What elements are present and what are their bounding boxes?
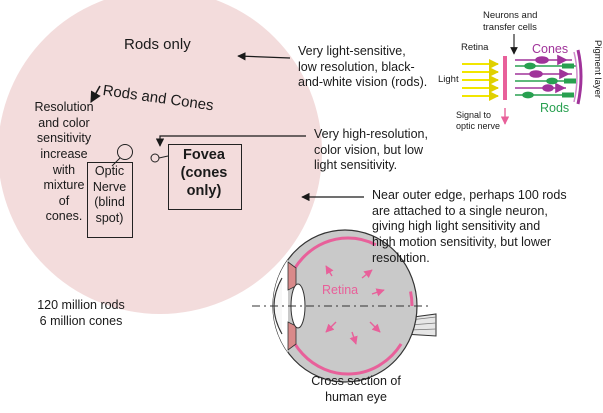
outer-edge-description: Near outer edge, perhaps 100 rods are at… [372, 188, 567, 265]
fovea-desc-arrow [155, 135, 306, 147]
rods-cones-arrow [90, 85, 101, 103]
optic-nerve-label: Optic Nerve (blind spot) [92, 164, 127, 225]
inset-rods-label: Rods [540, 101, 570, 115]
optic-nerve-box [87, 162, 133, 238]
retina-disc [0, 0, 322, 314]
pigment-layer [576, 49, 583, 105]
inset-signal-label: Signal to optic nerve [456, 110, 501, 132]
inset-neurons-label: Neurons and transfer cells [483, 10, 538, 33]
eye-retina-label: Retina [322, 283, 359, 297]
cross-section-caption: Cross section of human eye [311, 374, 401, 404]
inset-light-label: Light [438, 74, 459, 85]
cone-cells [515, 54, 572, 94]
retina-inset [462, 34, 583, 125]
fovea-description: Very high-resolution, color vision, but … [314, 127, 428, 173]
inset-retina-label: Retina [461, 42, 489, 53]
rod-counts: 120 million rods 6 million cones [37, 298, 125, 328]
rods-description: Very light-sensitive, low resolution, bl… [298, 44, 428, 90]
inset-pigment-label: Pigment layer [592, 40, 603, 99]
inset-cones-label: Cones [532, 42, 569, 56]
fovea-label: Fovea (cones only) [180, 147, 228, 200]
fovea-box [168, 144, 242, 210]
fovea-leader [158, 155, 169, 159]
rods-only-label: Rods only [124, 36, 191, 53]
optic-nerve-marker [117, 144, 133, 160]
retina-layer [503, 56, 507, 100]
rod-cells [515, 62, 576, 99]
rods-desc-arrow [237, 52, 291, 61]
resolution-note: Resolution and color sensitivity increas… [34, 100, 94, 224]
